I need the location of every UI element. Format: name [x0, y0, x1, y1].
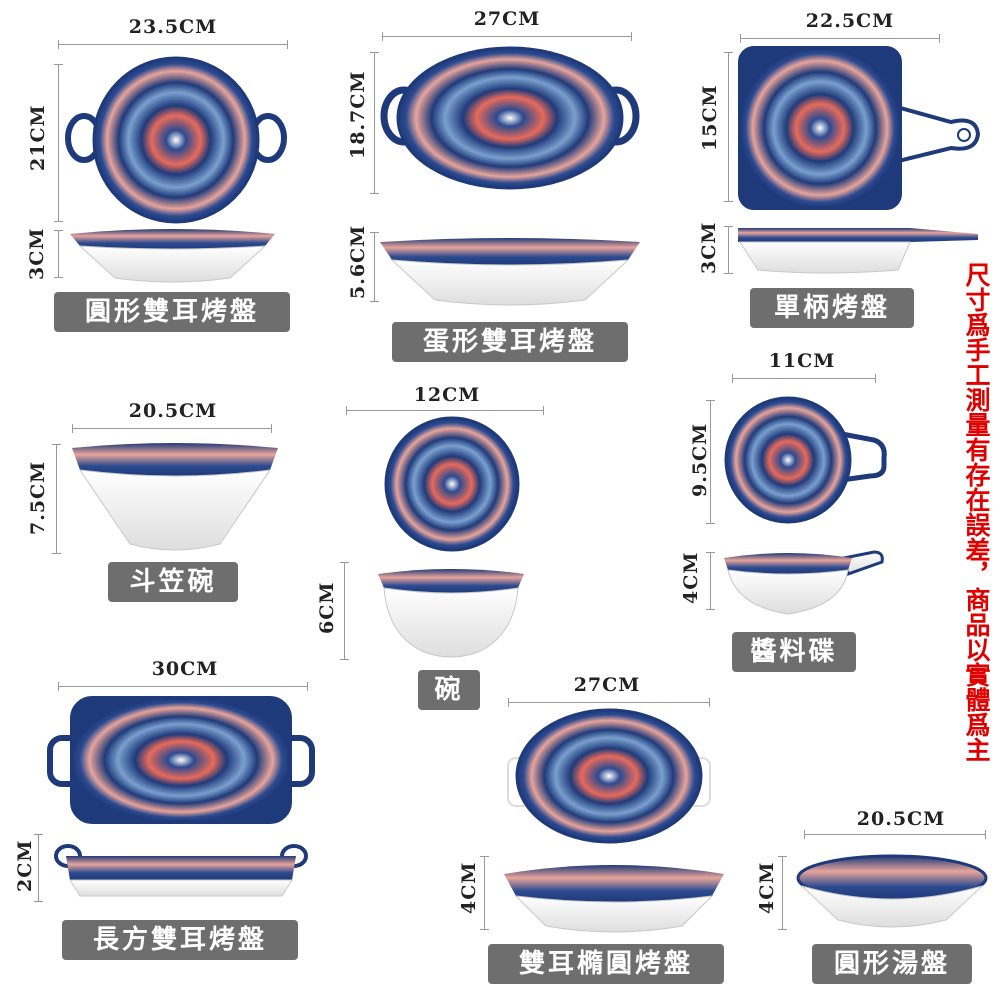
egg-double-ear-depth: 18.7CM — [347, 70, 369, 159]
height-dimension-line — [480, 856, 489, 930]
oval-double-ear-top-image — [507, 708, 711, 844]
round-soup-width: 20.5CM — [856, 808, 946, 830]
single-handle-depth: 15CM — [699, 84, 721, 151]
height-dimension-line — [52, 444, 61, 554]
oval-double-ear-height: 4CM — [458, 861, 480, 914]
width-dimension-line — [804, 830, 986, 839]
egg-double-ear-height: 5.6CM — [347, 224, 369, 299]
rect-double-ear-top-image — [47, 696, 315, 824]
depth-dimension-line — [370, 52, 379, 194]
width-dimension-line — [740, 34, 940, 43]
height-dimension-line — [370, 232, 379, 302]
width-dimension-line — [346, 406, 544, 415]
width-dimension-line — [732, 374, 876, 383]
douli-bowl-height: 7.5CM — [27, 460, 49, 535]
round-soup-height: 4CM — [756, 861, 778, 914]
round-soup-label: 圓形湯盤 — [812, 944, 972, 984]
douli-bowl-image — [72, 443, 278, 551]
bowl-label: 碗 — [418, 670, 480, 710]
round-double-ear-label: 圓形雙耳烤盤 — [54, 292, 290, 332]
sauce-dish-height: 4CM — [680, 551, 702, 604]
single-handle-label: 單柄烤盤 — [750, 288, 914, 328]
width-dimension-line — [58, 40, 288, 49]
douli-bowl-label: 斗笠碗 — [108, 562, 238, 602]
round-double-ear-depth: 21CM — [27, 104, 49, 171]
height-dimension-line — [340, 562, 349, 660]
single-handle-height: 3CM — [698, 221, 720, 274]
douli-bowl-width: 20.5CM — [128, 400, 218, 422]
sauce-dish-width: 11CM — [768, 350, 836, 372]
egg-double-ear-side-image — [380, 238, 640, 306]
sauce-dish-side-image — [724, 550, 884, 615]
width-dimension-line — [382, 32, 632, 41]
height-dimension-line — [34, 834, 43, 902]
height-dimension-line — [706, 552, 715, 610]
oval-double-ear-width: 27CM — [573, 674, 641, 696]
height-dimension-line — [778, 856, 787, 930]
width-dimension-line — [58, 682, 308, 691]
rect-double-ear-height: 2CM — [14, 839, 36, 892]
rect-double-ear-side-image — [54, 844, 308, 897]
bowl-top-image — [384, 416, 520, 552]
sauce-dish-top-image — [724, 396, 887, 524]
single-handle-width: 22.5CM — [805, 10, 895, 32]
bowl-height: 6CM — [316, 581, 338, 634]
oval-double-ear-side-image — [504, 865, 724, 933]
width-dimension-line — [508, 698, 710, 707]
sauce-dish-depth: 9.5CM — [689, 422, 711, 497]
single-handle-top-image — [738, 46, 981, 210]
depth-dimension-line — [54, 64, 63, 222]
round-soup-image — [796, 854, 988, 928]
single-handle-side-image — [738, 228, 978, 274]
egg-double-ear-label: 蛋形雙耳烤盤 — [392, 322, 628, 362]
round-double-ear-side-image — [70, 229, 275, 283]
width-dimension-line — [72, 424, 272, 433]
height-dimension-line — [724, 226, 733, 274]
measurement-note: 尺寸爲手工測量有存在誤差，商品以實體爲主 — [962, 262, 991, 762]
height-dimension-line — [54, 230, 63, 278]
egg-double-ear-width: 27CM — [473, 8, 541, 30]
round-double-ear-top-image — [65, 56, 287, 224]
round-double-ear-width: 23.5CM — [128, 16, 218, 38]
egg-double-ear-top-image — [380, 46, 640, 190]
rect-double-ear-label: 長方雙耳烤盤 — [62, 920, 298, 960]
sauce-dish-label: 醬料碟 — [732, 632, 856, 672]
depth-dimension-line — [724, 52, 733, 202]
bowl-side-image — [378, 569, 524, 658]
depth-dimension-line — [706, 400, 715, 524]
bowl-width: 12CM — [413, 384, 481, 406]
round-double-ear-height: 3CM — [26, 227, 48, 280]
oval-double-ear-label: 雙耳橢圓烤盤 — [488, 944, 724, 984]
rect-double-ear-width: 30CM — [151, 658, 219, 680]
